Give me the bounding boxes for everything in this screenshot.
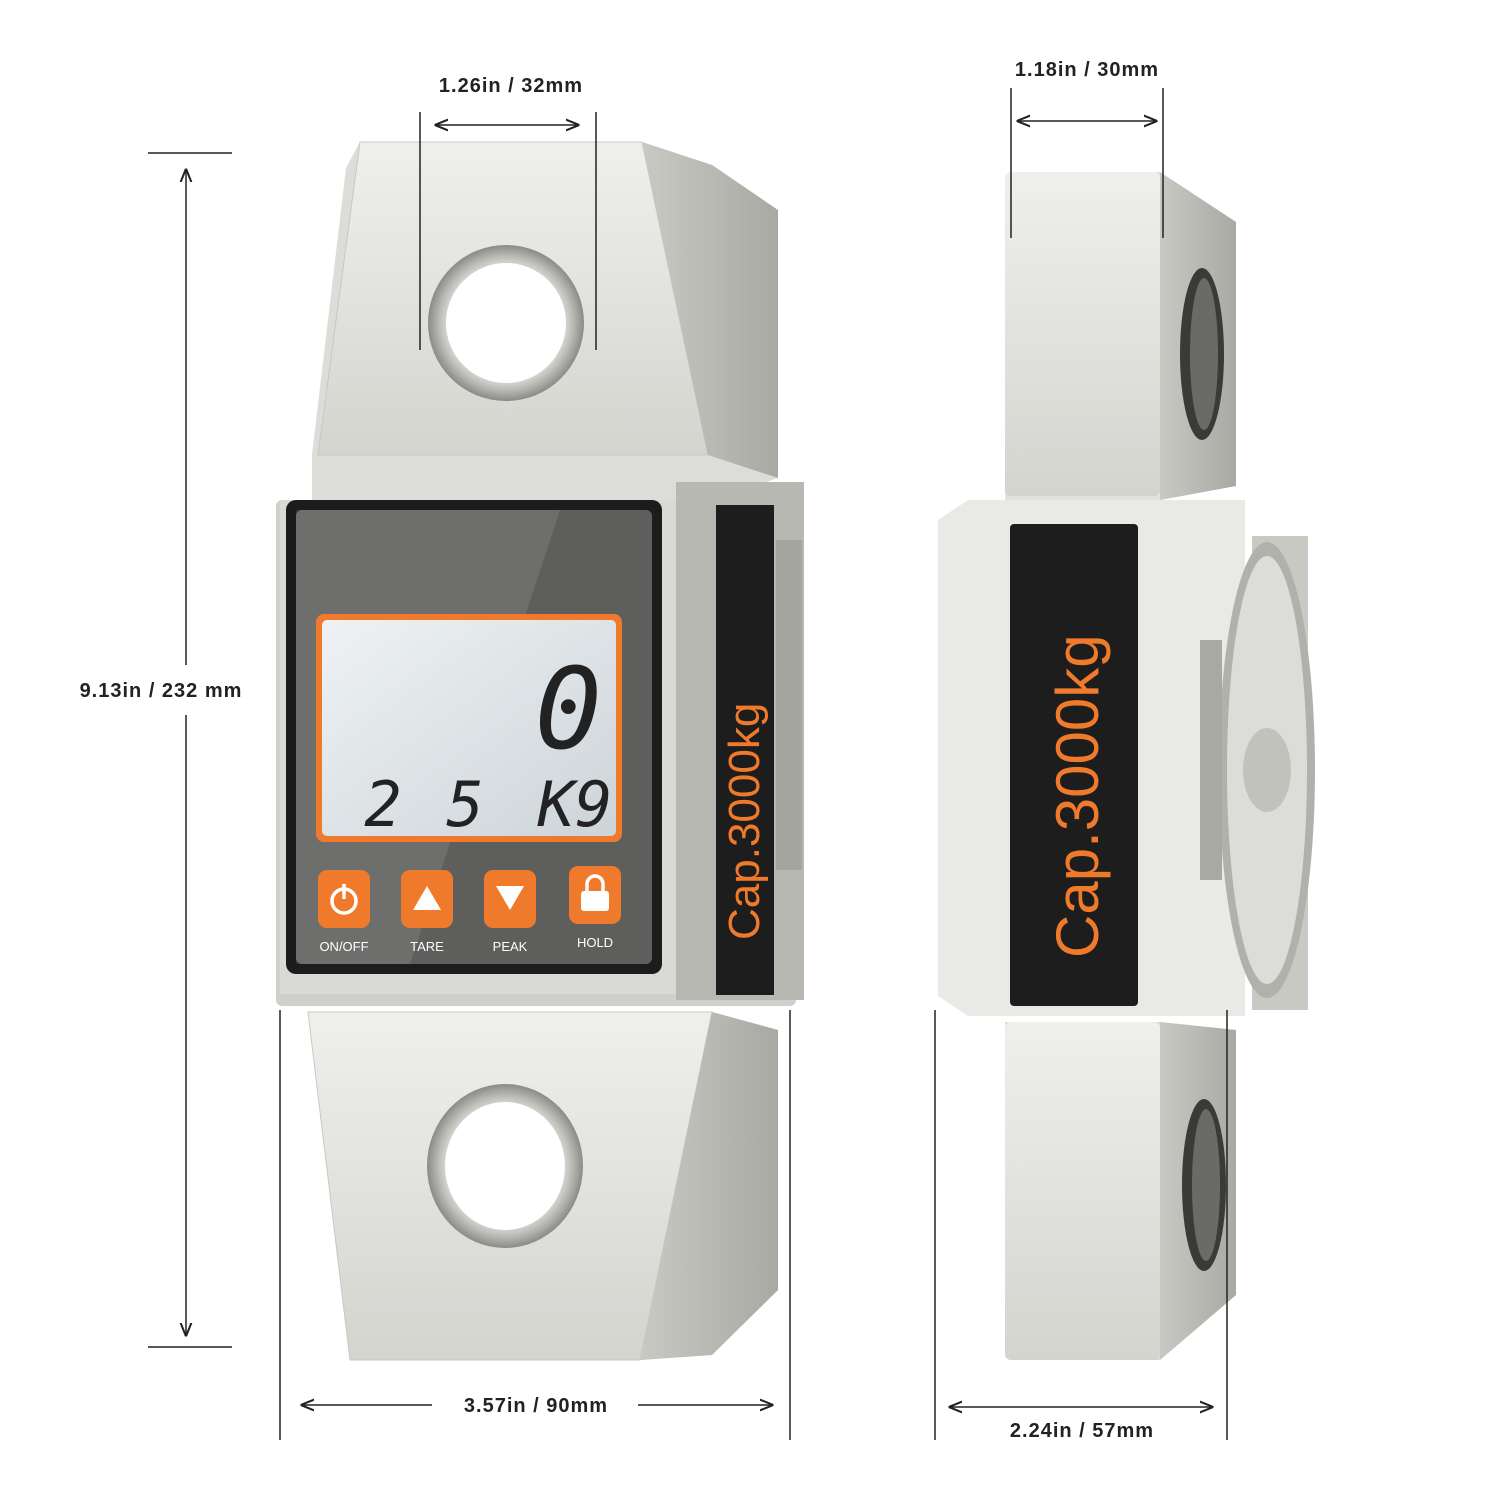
side-top-block	[1005, 172, 1236, 500]
side-view: Cap.3000kg	[938, 172, 1315, 1360]
side-eye-width-label: 1.18in / 30mm	[1015, 59, 1159, 81]
front-capacity-label: Cap.3000kg	[720, 703, 769, 940]
button-label: HOLD	[577, 935, 613, 950]
dimension-lines	[148, 88, 1228, 1440]
lcd-main-reading: 0	[535, 645, 602, 775]
triangle-up-icon	[413, 886, 441, 910]
lcd-sub-digit: 2	[364, 768, 401, 841]
dimension-labels: 1.26in / 32mm 9.13in / 232 mm 3.57in / 9…	[80, 59, 1159, 1442]
front-top-shackle	[312, 141, 778, 500]
side-cap-label-panel	[1010, 524, 1138, 1006]
width-label: 3.57in / 90mm	[464, 1395, 608, 1417]
lcd-sub-digit: 5	[446, 768, 483, 841]
lcd-unit: K9	[537, 768, 613, 841]
side-bottom-block	[1005, 1022, 1236, 1360]
side-capacity-label: Cap.3000kg	[1044, 634, 1111, 958]
front-view: 0 2 5 K9 ON/OFF TARE PEAK	[276, 141, 804, 1361]
eye-width-label: 1.26in / 32mm	[439, 75, 583, 97]
tare-button[interactable]: TARE	[401, 870, 453, 954]
side-knurled-ring	[1200, 640, 1222, 880]
height-label: 9.13in / 232 mm	[80, 680, 243, 702]
button-label: ON/OFF	[319, 939, 368, 954]
button-label: TARE	[410, 939, 444, 954]
front-body: 0 2 5 K9 ON/OFF TARE PEAK	[276, 482, 804, 1006]
side-body: Cap.3000kg	[938, 500, 1315, 1016]
peak-button[interactable]: PEAK	[484, 870, 536, 954]
front-cap-label-panel	[716, 505, 774, 995]
lcd-screen	[322, 620, 616, 836]
hold-button[interactable]: HOLD	[569, 866, 621, 950]
button-label: PEAK	[493, 939, 528, 954]
triangle-down-icon	[496, 886, 524, 910]
on-off-button[interactable]: ON/OFF	[318, 870, 370, 954]
depth-label: 2.24in / 57mm	[1010, 1420, 1154, 1442]
front-bottom-shackle	[307, 1011, 778, 1361]
lock-icon	[581, 874, 609, 911]
